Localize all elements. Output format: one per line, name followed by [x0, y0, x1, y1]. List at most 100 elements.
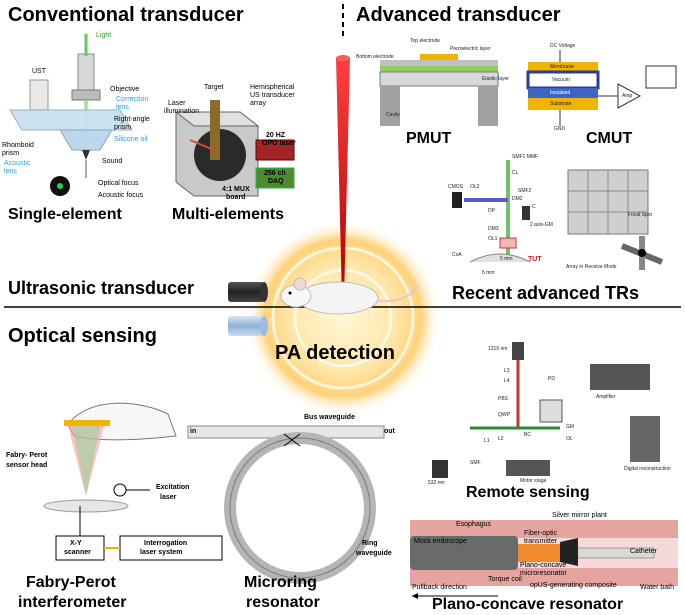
multi-hemi-2: US transducer [250, 92, 295, 99]
remote-gm: GM [566, 424, 575, 430]
multi-opo-2: OPO laser [262, 140, 296, 147]
recent-tut: TUT [528, 256, 542, 263]
multi-laser-1: Laser [168, 100, 186, 107]
fabry-interr: Interrogation [144, 540, 188, 547]
label-single-element: Single-element [8, 206, 122, 223]
microring-diagram [187, 425, 385, 584]
multi-hemi-3: array [250, 100, 266, 107]
recent-ol1: OL1 [488, 236, 498, 242]
recent-dm3: DM3 [488, 226, 499, 232]
cmut-vacuum: Vacuum [552, 77, 570, 83]
recent-focal: Focal Spot [628, 212, 652, 218]
plano-silver: Silver mirror plant [552, 512, 607, 519]
fabry-xy-1: X-Y [70, 540, 82, 547]
title-pa-detection: PA detection [275, 342, 396, 364]
single-optical-focus: Optical focus [98, 180, 139, 187]
recent-cl: CL [512, 170, 519, 176]
remote-motor: Motor stage [520, 478, 547, 484]
micro-in: in [190, 428, 197, 435]
single-silicone: Silicone oil [114, 136, 148, 143]
single-rhomboid-1: Rhomboid [2, 142, 34, 149]
recent-cl2: CoA [452, 252, 462, 258]
multi-mux-1: 4:1 MUX [222, 186, 250, 193]
single-light: Light [96, 32, 112, 39]
single-rhomboid-2: prism [2, 150, 20, 157]
single-acoustic-1: Acoustic [4, 160, 31, 167]
recent-dim-b: 5 mm [482, 270, 495, 276]
title-optical: Optical sensing [8, 325, 157, 347]
cmut-substrate: Substrate [550, 101, 572, 107]
label-microring-1: Microring [244, 574, 317, 591]
remote-digital: Digital reconstruction [624, 466, 671, 472]
remote-l1: L1 [484, 438, 490, 444]
label-remote-sensing: Remote sensing [466, 484, 590, 501]
label-multi-elements: Multi-elements [172, 206, 285, 223]
single-correction-2: lens [116, 104, 129, 111]
micro-ring-1: Ring [362, 540, 378, 547]
single-objective: Objective [110, 86, 140, 93]
plano-mock: Mock endoscope [414, 538, 467, 545]
recent-cmos: CMOS [448, 184, 463, 190]
single-sound: Sound [102, 158, 123, 165]
label-fabry-perot-2: interferometer [18, 594, 127, 611]
multi-laser-2: illumination [164, 108, 200, 115]
pmut-elastic: Elastic layer [482, 76, 509, 82]
pmut-diagram [379, 54, 499, 126]
remote-l2: L2 [498, 436, 504, 442]
recent-dm2: DM2 [512, 196, 523, 202]
plano-esophagus: Esophagus [456, 521, 492, 528]
recent-dp: DP [488, 208, 495, 214]
pmut-cavity: Cavity [386, 112, 400, 118]
plano-water: Water bath [640, 584, 674, 591]
pmut-bottom: Bottom electrode [356, 54, 394, 60]
single-correction-1: Correction [116, 96, 149, 103]
recent-ol2: OL2 [470, 184, 480, 190]
fabry-head-1: Fabry- Perot [6, 452, 48, 459]
plano-fiber-2: transmitter [524, 538, 558, 545]
single-acoustic-focus: Acoustic focus [98, 192, 144, 199]
mouse [280, 277, 419, 315]
recent-c: C [532, 204, 536, 210]
micro-bus: Bus waveguide [304, 414, 355, 421]
remote-pd: PD [548, 376, 555, 382]
fabry-excite-2: laser [160, 494, 177, 501]
remote-sensing-diagram [432, 342, 660, 478]
cmut-amp: Amp [622, 93, 633, 99]
multi-daq-2: DAQ [268, 178, 284, 185]
recent-dim-a: 5 mm [500, 256, 513, 262]
pmut-top: Top electrode [410, 38, 441, 44]
fabry-laser-sys: laser system [140, 549, 183, 556]
plano-opus: opUS-generating composite [530, 582, 617, 589]
multi-hemi-1: Hemispherical [250, 84, 295, 91]
single-element-diagram [9, 34, 133, 196]
plano-concave-1: Plano-concave [520, 562, 567, 569]
recent-array: Array in Receive Mode [566, 264, 617, 270]
fabry-xy-2: scanner [64, 549, 91, 556]
remote-smf: SMF [470, 460, 481, 466]
multi-target: Target [204, 84, 224, 91]
plano-concave-2: microresonator [520, 570, 567, 577]
micro-ring-2: waveguide [356, 550, 392, 557]
cmut-gnd: GND [554, 126, 566, 132]
remote-532: 532 nm [428, 480, 445, 486]
fabry-head-2: sensor head [6, 462, 48, 469]
remote-l3: L3 [504, 368, 510, 374]
single-acoustic-2: lens [4, 168, 17, 175]
title-conventional: Conventional transducer [8, 4, 244, 26]
recent-tr-optics [452, 160, 531, 263]
label-pmut: PMUT [406, 130, 452, 147]
plano-torque: Torque coil [488, 576, 522, 583]
remote-bc: BC [524, 432, 531, 438]
recent-smf2: SMF2 [518, 188, 532, 194]
recent-gm: 2 axis-GM [530, 222, 553, 228]
multi-mux-2: board [226, 194, 246, 201]
fabry-excite-1: Excitation [156, 484, 190, 491]
label-microring-2: resonator [246, 594, 320, 611]
label-cmut: CMUT [586, 130, 633, 147]
title-ultrasonic: Ultrasonic transducer [8, 278, 195, 298]
label-plano-concave: Plano-concave resonator [432, 596, 624, 613]
plano-concave-diagram [410, 520, 678, 599]
label-fabry-perot-1: Fabry-Perot [26, 574, 116, 591]
remote-pbs: PBS [498, 396, 509, 402]
